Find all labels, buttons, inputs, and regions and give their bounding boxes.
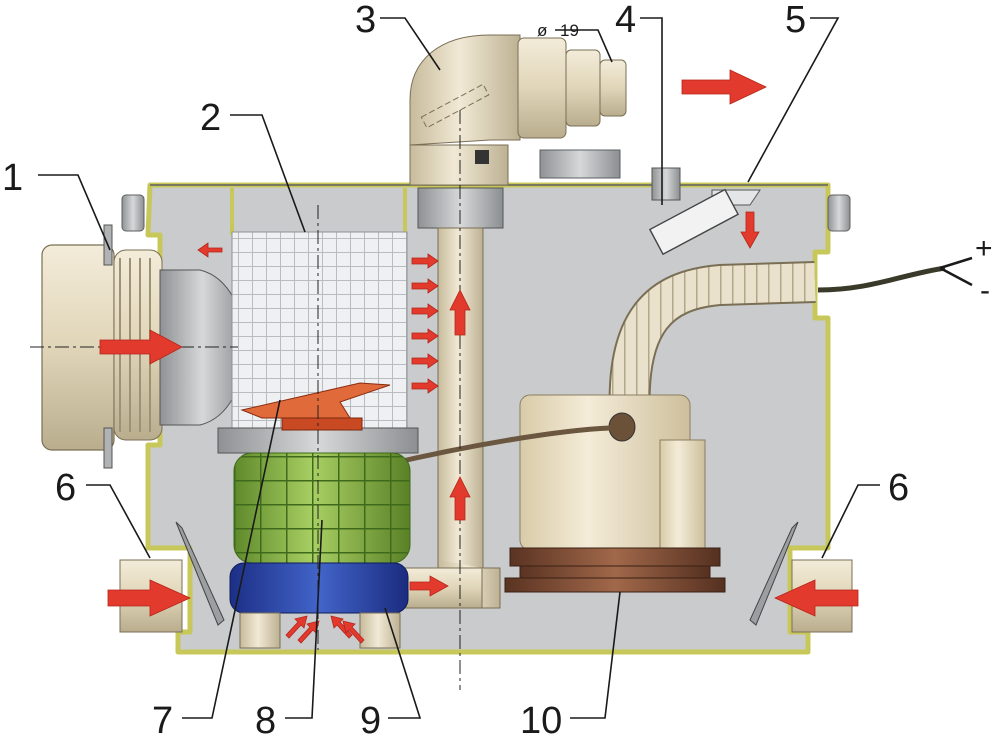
pressure-switch	[648, 188, 761, 256]
flow-arrow-back	[197, 242, 223, 258]
cutter-housing	[217, 427, 419, 564]
flow-arrow-switch	[740, 211, 760, 249]
callout-2: 2	[200, 97, 221, 139]
impeller	[240, 382, 391, 431]
flow-arrow-right-side	[774, 579, 859, 617]
leader-lines	[38, 17, 880, 719]
power-cable	[817, 256, 973, 293]
flow-arrow-pipe-up-2	[449, 476, 471, 521]
flow-arrow-inlet	[99, 329, 183, 365]
callout-9: 9	[360, 700, 381, 737]
dimension-value: 19	[560, 21, 579, 40]
terminal-positive: +	[975, 232, 993, 265]
callout-6-right: 6	[888, 467, 909, 509]
flow-arrows	[99, 69, 859, 644]
flow-arrow-outlet	[681, 69, 767, 105]
callout-5: 5	[785, 0, 806, 41]
callout-3: 3	[355, 0, 376, 41]
flow-arrow-base-out	[409, 575, 449, 597]
corrugated-hose	[608, 261, 816, 422]
callout-labels: 1 2 3 4 5 6 6 7 8 9 10	[2, 0, 909, 737]
flow-arrows-suction	[285, 615, 365, 644]
flow-arrows-mesh	[411, 253, 439, 394]
callout-10: 10	[520, 700, 562, 737]
callout-4: 4	[615, 0, 636, 41]
outlet-elbow	[403, 34, 627, 609]
main-inlet-cuff	[41, 224, 246, 469]
callout-6-left: 6	[55, 467, 76, 509]
callout-7: 7	[152, 700, 173, 737]
flow-arrow-pipe-up-1	[449, 289, 471, 336]
dimension-symbol: ø	[537, 21, 547, 40]
vent-fitting	[651, 167, 681, 201]
callout-8: 8	[255, 700, 276, 737]
terminal-negative: -	[980, 274, 990, 307]
dimension-label: ø 19	[537, 21, 579, 40]
terminal-labels: + -	[975, 232, 993, 307]
electric-motor	[373, 394, 726, 593]
flow-arrow-left-side	[107, 579, 191, 617]
callout-1: 1	[2, 157, 23, 199]
